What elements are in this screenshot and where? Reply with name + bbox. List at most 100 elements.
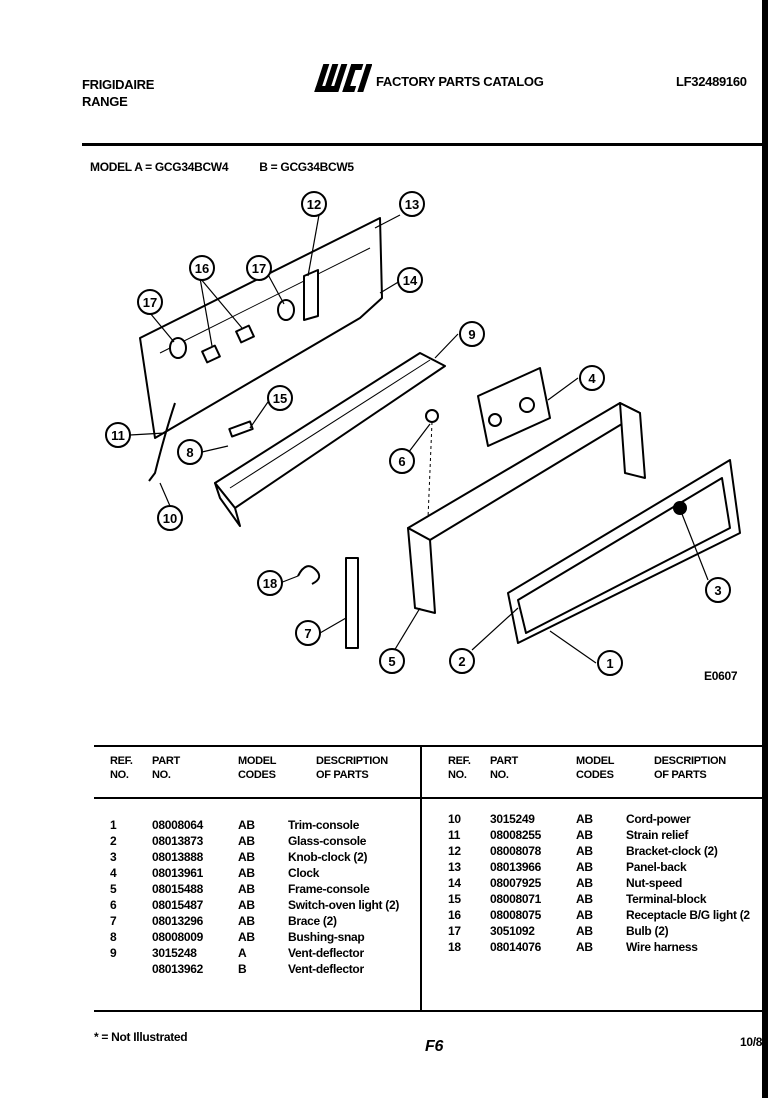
cell-part: 08014076 bbox=[490, 940, 541, 954]
model-b: B = GCG34BCW5 bbox=[259, 160, 354, 174]
svg-text:11: 11 bbox=[111, 428, 125, 443]
cell-part: 08008009 bbox=[152, 930, 203, 944]
callout-16: 16 bbox=[189, 255, 215, 281]
cell-ref: 10 bbox=[448, 812, 461, 826]
bracket-clock-part bbox=[303, 269, 319, 321]
cord-power-part bbox=[148, 402, 176, 482]
cell-desc: Bracket-clock (2) bbox=[626, 844, 718, 858]
cell-ref: 16 bbox=[448, 908, 461, 922]
cell-ref: 8 bbox=[110, 930, 117, 944]
terminal-block-part bbox=[228, 420, 254, 438]
knob-clock-part bbox=[673, 501, 687, 515]
cell-ref: 4 bbox=[110, 866, 117, 880]
receptacle-part bbox=[235, 324, 255, 344]
cell-desc: Receptacle B/G light (2 bbox=[626, 908, 750, 922]
cell-part: 08007925 bbox=[490, 876, 541, 890]
header-ref-right: REF.NO. bbox=[448, 755, 471, 781]
svg-text:1: 1 bbox=[606, 656, 613, 671]
cell-desc: Clock bbox=[288, 866, 320, 880]
cell-ref: 14 bbox=[448, 876, 461, 890]
callout-10: 10 bbox=[157, 505, 183, 531]
cell-ref: 13 bbox=[448, 860, 461, 874]
callout-17: 17 bbox=[137, 289, 163, 315]
callout-4: 4 bbox=[579, 365, 605, 391]
cell-desc: Wire harness bbox=[626, 940, 698, 954]
cell-codes: AB bbox=[576, 844, 593, 858]
cell-desc: Nut-speed bbox=[626, 876, 682, 890]
figure-number: E0607 bbox=[704, 669, 738, 683]
svg-text:3: 3 bbox=[714, 583, 721, 598]
panel-back-part bbox=[139, 217, 383, 439]
cell-desc: Brace (2) bbox=[288, 914, 337, 928]
cell-part: 08015487 bbox=[152, 898, 203, 912]
cell-part: 08013966 bbox=[490, 860, 541, 874]
svg-text:14: 14 bbox=[403, 273, 418, 288]
catalog-title: FACTORY PARTS CATALOG bbox=[376, 74, 544, 89]
cell-ref: 18 bbox=[448, 940, 461, 954]
callout-17: 17 bbox=[246, 255, 272, 281]
cell-desc: Trim-console bbox=[288, 818, 360, 832]
cell-desc: Vent-deflector bbox=[288, 946, 364, 960]
svg-text:17: 17 bbox=[143, 295, 157, 310]
cell-codes: AB bbox=[576, 860, 593, 874]
cell-codes: AB bbox=[576, 828, 593, 842]
callout-5: 5 bbox=[379, 648, 405, 674]
cell-codes: AB bbox=[238, 818, 255, 832]
table-header-rule bbox=[94, 797, 762, 799]
cell-ref: 7 bbox=[110, 914, 117, 928]
cell-codes: AB bbox=[576, 892, 593, 906]
model-line: MODEL A = GCG34BCW4 B = GCG34BCW5 bbox=[90, 160, 382, 174]
cell-part: 08008255 bbox=[490, 828, 541, 842]
cell-part: 08015488 bbox=[152, 882, 203, 896]
page-date: 10/8 bbox=[740, 1035, 763, 1049]
cell-ref: 17 bbox=[448, 924, 461, 938]
callout-9: 9 bbox=[459, 321, 485, 347]
cell-codes: AB bbox=[238, 866, 255, 880]
brand-block: FRIGIDAIRE RANGE bbox=[82, 76, 154, 110]
cell-ref: 11 bbox=[448, 828, 461, 842]
callout-18: 18 bbox=[257, 570, 283, 596]
svg-text:10: 10 bbox=[163, 511, 177, 526]
cell-ref: 9 bbox=[110, 946, 117, 960]
cell-codes: AB bbox=[576, 812, 593, 826]
cell-codes: AB bbox=[238, 898, 255, 912]
cell-codes: AB bbox=[576, 908, 593, 922]
svg-text:6: 6 bbox=[398, 454, 405, 469]
model-a: MODEL A = GCG34BCW4 bbox=[90, 160, 229, 174]
cell-codes: AB bbox=[576, 940, 593, 954]
callout-8: 8 bbox=[177, 439, 203, 465]
callout-7: 7 bbox=[295, 620, 321, 646]
cell-part: 08013962 bbox=[152, 962, 203, 976]
svg-text:9: 9 bbox=[468, 327, 475, 342]
cell-part: 08008064 bbox=[152, 818, 203, 832]
page-number: F6 bbox=[425, 1038, 444, 1055]
glass-console-part bbox=[517, 477, 731, 634]
cell-part: 3015249 bbox=[490, 812, 535, 826]
brace-part bbox=[345, 557, 359, 649]
cell-desc: Knob-clock (2) bbox=[288, 850, 368, 864]
svg-text:12: 12 bbox=[307, 197, 321, 212]
callout-2: 2 bbox=[449, 648, 475, 674]
table-top-rule bbox=[94, 745, 762, 747]
cell-codes: AB bbox=[238, 882, 255, 896]
publication-number: LF32489160 bbox=[676, 74, 747, 89]
callout-6: 6 bbox=[389, 448, 415, 474]
cell-desc: Strain relief bbox=[626, 828, 689, 842]
cell-codes: B bbox=[238, 962, 247, 976]
cell-part: 08013296 bbox=[152, 914, 203, 928]
callout-1: 1 bbox=[597, 650, 623, 676]
cell-ref: 5 bbox=[110, 882, 117, 896]
callout-14: 14 bbox=[397, 267, 423, 293]
table-divider bbox=[420, 745, 422, 1010]
header-rule bbox=[82, 143, 762, 146]
cell-part: 08013961 bbox=[152, 866, 203, 880]
callout-12: 12 bbox=[301, 191, 327, 217]
cell-desc: Frame-console bbox=[288, 882, 370, 896]
cell-ref: 6 bbox=[110, 898, 117, 912]
callout-3: 3 bbox=[705, 577, 731, 603]
